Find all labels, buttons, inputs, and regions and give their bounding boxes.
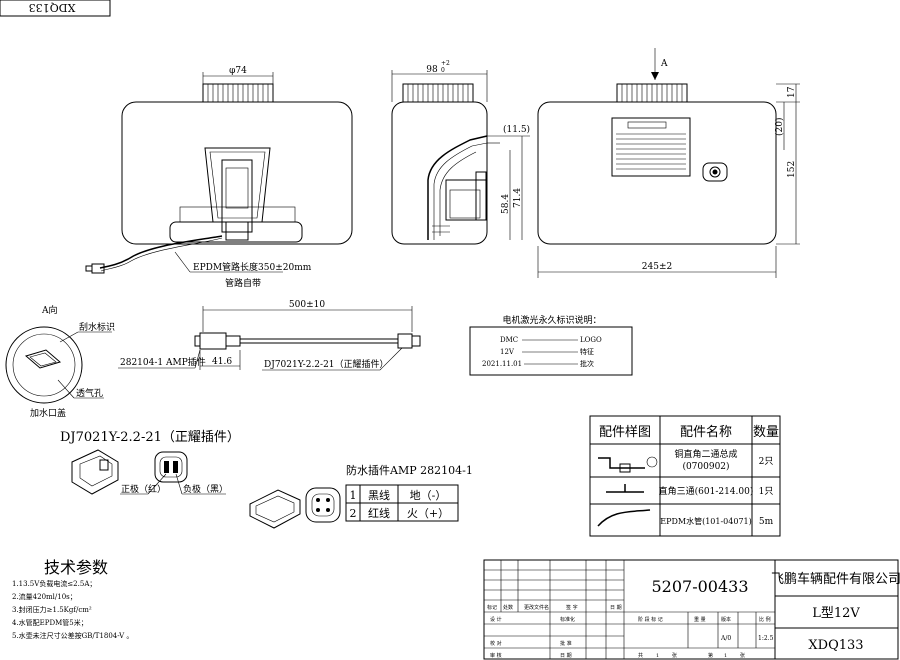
tech-line-2: 3.封闭压力≥1.5Kgf/cm² — [12, 605, 92, 614]
laser-row-2-left: 2021.11.01 — [482, 360, 522, 368]
tech-line-4: 5.水壶未注尺寸公差按GB/T1804-V 。 — [12, 631, 133, 640]
dim-98: 98 — [426, 65, 438, 75]
tb-sheet-1: 1 — [656, 653, 659, 659]
dim-152: 152 — [787, 161, 797, 178]
parts-row-1-qty: 1只 — [759, 487, 774, 497]
dim-20: (20) — [774, 118, 785, 136]
dim-11-5: (11.5) — [503, 124, 530, 135]
dim-phi74: φ74 — [229, 66, 247, 76]
parts-row-0-qty: 2只 — [759, 457, 774, 467]
arrow-a: A — [660, 59, 668, 69]
tb-row-2: 校 对 — [490, 640, 502, 647]
vent-label: 透气孔 — [76, 387, 103, 399]
amp-row-1-no: 2 — [350, 507, 357, 520]
tech-title: 技术参数 — [44, 558, 108, 577]
laser-row-1-right: 特征 — [580, 347, 594, 356]
laser-row-0-left: DMC — [500, 336, 518, 344]
laser-row-0-right: LOGO — [580, 336, 602, 344]
parts-header-2: 数量 — [753, 425, 779, 440]
tb-sheet-0: 共 — [638, 652, 643, 659]
tech-line-1: 2.流量420ml/10s； — [12, 592, 77, 601]
dj-title: DJ7021Y-2.2-21（正耀插件） — [60, 430, 240, 445]
wiper-mark-label: 刮水标识 — [79, 321, 115, 333]
tb-stage-1: 重 量 — [694, 616, 706, 623]
tb-row-4: 审 核 — [490, 652, 502, 659]
back-view: A 17 (20) 152 — [537, 48, 800, 278]
title-block: 标记 处数 更改文件名 签 字 日 期 设 计 标准化 校 对 批 准 审 核 … — [483, 559, 900, 660]
parts-row-2-name: EPDM水管(101-04071) — [660, 516, 752, 526]
dj-plug-detail: DJ7021Y-2.2-21（正耀插件） 正极（红） 负极（黑） — [60, 430, 240, 495]
parts-row-2-qty: 5m — [759, 517, 774, 527]
tb-sub-1: 处数 — [503, 604, 513, 611]
dim-58-4: 58.4 — [501, 194, 511, 214]
amp-row-1-wire: 红线 — [368, 506, 390, 520]
laser-row-2-right: 批次 — [580, 359, 594, 368]
dim-71-4: 71.4 — [513, 188, 523, 208]
amp-row-0-no: 1 — [350, 489, 357, 502]
amp-title: 防水插件AMP 282104-1 — [346, 463, 473, 477]
tb-stage-3: 比 例 — [759, 616, 771, 623]
tb-sheet-2: 张 — [672, 652, 677, 659]
parts-table: 配件样图 配件名称 数量 铜直角二通总成 (0700902) 2只 直角三通(6… — [589, 415, 781, 537]
amp-row-1-func: 火（+） — [407, 507, 449, 520]
tb-part-no: 5207-00433 — [651, 577, 748, 596]
dim-17: 17 — [787, 86, 797, 98]
parts-row-0-name2: (0700902) — [682, 461, 729, 472]
tb-scale: 1:2.5 — [758, 635, 774, 642]
hose-label: EPDM管路长度350±20mm — [193, 261, 312, 273]
tech-params: 技术参数 1.13.5V负载电流≤2.5A； 2.流量420ml/10s； 3.… — [12, 558, 133, 640]
view-a-detail: A向 刮水标识 透气孔 加水口盖 — [5, 304, 115, 419]
flipped-number-box: XDQ133 — [0, 0, 111, 17]
tb-row-1: 标准化 — [560, 616, 575, 623]
tb-row-0: 设 计 — [490, 616, 502, 623]
laser-title: 电机激光永久标识说明： — [502, 314, 601, 326]
tb-sub-3: 签 字 — [566, 604, 578, 611]
dim-245: 245±2 — [642, 262, 672, 272]
tb-sheet-4: 1 — [724, 653, 727, 659]
tb-sheet-5: 张 — [740, 652, 745, 659]
tb-model: L型12V — [812, 606, 860, 621]
tb-sheet-3: 第 — [708, 652, 713, 659]
dj-plug-label: DJ7021Y-2.2-21（正耀插件） — [264, 358, 389, 370]
tb-sub-4: 日 期 — [610, 605, 622, 611]
parts-header-0: 配件样图 — [599, 425, 651, 440]
amp-plug-label: 282104-1 AMP插件 — [120, 356, 206, 368]
tb-version: A/0 — [720, 635, 731, 642]
tb-stage-2: 版本 — [721, 616, 731, 623]
dim-98-tol: +2 — [441, 60, 450, 67]
tb-row-5: 日 期 — [560, 653, 572, 659]
negative-label: 负极（黑） — [183, 483, 228, 495]
cap-label: 加水口盖 — [30, 407, 66, 419]
tb-company: 飞鹏车辆配件有限公司 — [771, 571, 900, 587]
tb-row-3: 批 准 — [560, 640, 572, 647]
hose-label-2: 管路自带 — [225, 277, 261, 289]
tech-line-3: 4.水管配EPDM管5米； — [12, 618, 88, 627]
tb-sub-0: 标记 — [487, 604, 497, 611]
tb-sub-2: 更改文件名 — [524, 604, 549, 611]
tb-code: XDQ133 — [808, 638, 863, 653]
amp-row-0-wire: 黑线 — [368, 488, 390, 502]
parts-row-0-name: 铜直角二通总成 — [674, 448, 737, 460]
positive-label: 正极（红） — [121, 483, 166, 495]
dim-41-6: 41.6 — [212, 357, 232, 367]
tb-stage-0: 阶 段 标 记 — [638, 616, 663, 623]
laser-row-1-left: 12V — [500, 348, 515, 356]
laser-mark-box: 电机激光永久标识说明： DMC LOGO 12V 特征 2021.11.01 批… — [469, 314, 633, 376]
parts-header-1: 配件名称 — [680, 424, 732, 440]
flipped-number: XDQ133 — [29, 1, 76, 14]
dim-98-tol2: 0 — [441, 67, 445, 74]
parts-row-1-name: 直角三通(601-214.00) — [659, 485, 754, 497]
amp-row-0-func: 地（-） — [410, 489, 447, 502]
tech-line-0: 1.13.5V负载电流≤2.5A； — [12, 579, 96, 588]
harness-drawing: 500±10 41.6 282104-1 AMP插件 DJ7021Y-2.2-2… — [118, 300, 421, 371]
front-view: φ74 EPDM管路长度350±20mm 管路自带 — [85, 66, 353, 289]
view-a-label: A向 — [41, 304, 58, 316]
dim-500: 500±10 — [289, 300, 325, 310]
amp-plug-detail: 防水插件AMP 282104-1 1 黑线 地（-） 2 红线 火（+） — [249, 463, 473, 529]
side-view: 98 +2 0 (11.5) 58.4 71.4 — [391, 60, 530, 245]
